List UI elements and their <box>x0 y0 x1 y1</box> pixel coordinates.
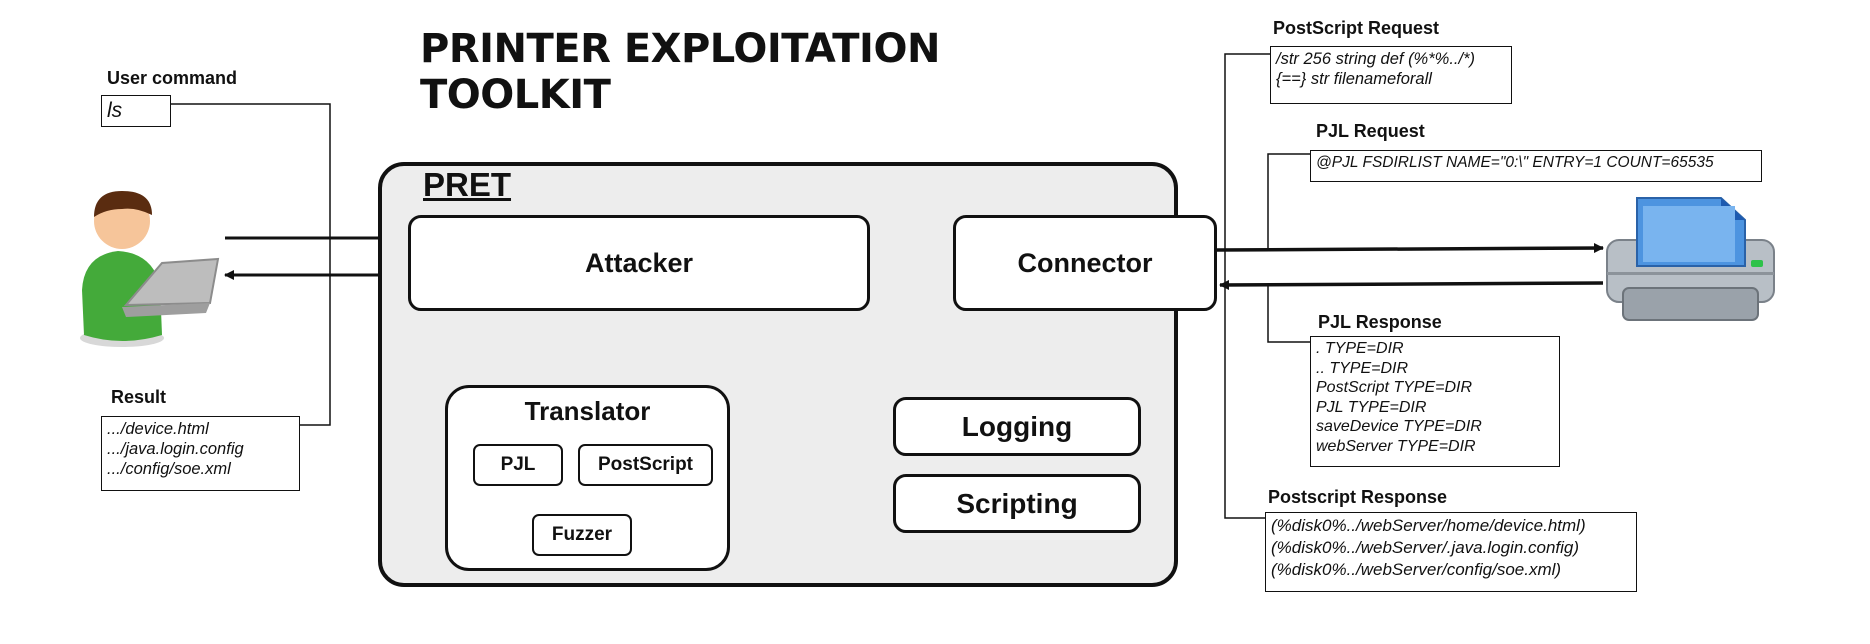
arrow-connector-to-printer <box>1216 243 1604 254</box>
result-line: .../device.html <box>107 420 209 438</box>
postscript-response-line: (%disk0%../webServer/home/device.html) <box>1271 516 1586 535</box>
connector-box: Connector <box>953 215 1217 311</box>
scripting-label: Scripting <box>956 487 1078 519</box>
pjl-response-line: webServer TYPE=DIR <box>1316 437 1476 455</box>
postscript-response-line: (%disk0%../webServer/config/soe.xml) <box>1271 560 1562 579</box>
pjl-response-line: saveDevice TYPE=DIR <box>1316 418 1482 435</box>
translator-label: Translator <box>524 396 651 426</box>
pjl-request-box: @PJL FSDIRLIST NAME="0:\" ENTRY=1 COUNT=… <box>1310 150 1762 182</box>
user-with-laptop-icon <box>80 191 220 347</box>
pjl-response-label: PJL Response <box>1318 312 1442 332</box>
attacker-label: Attacker <box>584 247 694 278</box>
user-command-label: User command <box>107 68 238 88</box>
connector-label: Connector <box>1017 247 1153 278</box>
pjl-request-label: PJL Request <box>1316 121 1425 141</box>
result-line: .../java.login.config <box>107 440 244 458</box>
pjl-response-line: PJL TYPE=DIR <box>1316 398 1427 416</box>
diagram-title: PRINTER EXPLOITATION TOOLKIT <box>420 26 940 118</box>
user-command-box: ls <box>101 95 171 127</box>
postscript-request-bracket <box>1224 53 1270 519</box>
postscript-request-label: PostScript Request <box>1273 18 1440 38</box>
postscript-label: PostScript <box>597 454 694 475</box>
printer-icon <box>1606 197 1775 321</box>
pjl-request-line: @PJL FSDIRLIST NAME="0:\" ENTRY=1 COUNT=… <box>1316 154 1714 171</box>
pjl-response-bracket <box>1267 285 1310 343</box>
scripting-box: Scripting <box>893 474 1141 533</box>
fuzzer-module: Fuzzer <box>532 514 632 556</box>
postscript-response-label: Postscript Response <box>1268 487 1448 507</box>
postscript-request-box: /str 256 string def (%*%../*) {==} str f… <box>1270 46 1512 104</box>
postscript-request-line: /str 256 string def (%*%../*) <box>1276 50 1475 68</box>
attacker-box: Attacker <box>408 215 870 311</box>
postscript-response-box: (%disk0%../webServer/home/device.html) (… <box>1265 512 1637 592</box>
postscript-response-line: (%disk0%../webServer/.java.login.config) <box>1271 538 1580 557</box>
logging-label: Logging <box>961 410 1073 442</box>
result-box: .../device.html .../java.login.config ..… <box>101 416 300 491</box>
pjl-response-line: . TYPE=DIR <box>1316 340 1404 357</box>
postscript-module: PostScript <box>578 444 713 486</box>
pjl-response-line: PostScript TYPE=DIR <box>1316 379 1473 396</box>
pret-label: PRET <box>423 166 512 203</box>
result-line: .../config/soe.xml <box>107 460 231 478</box>
postscript-request-line: {==} str filenameforall <box>1276 70 1432 88</box>
user-command-value: ls <box>107 99 123 122</box>
pjl-label: PJL <box>500 454 536 475</box>
pjl-module: PJL <box>473 444 563 486</box>
fuzzer-label: Fuzzer <box>551 524 613 545</box>
logging-box: Logging <box>893 397 1141 456</box>
pjl-request-bracket <box>1267 153 1310 248</box>
user-command-bracket <box>170 103 331 426</box>
arrow-printer-to-connector <box>1219 279 1604 290</box>
pjl-response-line: .. TYPE=DIR <box>1316 359 1409 377</box>
result-label: Result <box>111 387 167 407</box>
pjl-response-box: . TYPE=DIR .. TYPE=DIR PostScript TYPE=D… <box>1310 336 1560 467</box>
